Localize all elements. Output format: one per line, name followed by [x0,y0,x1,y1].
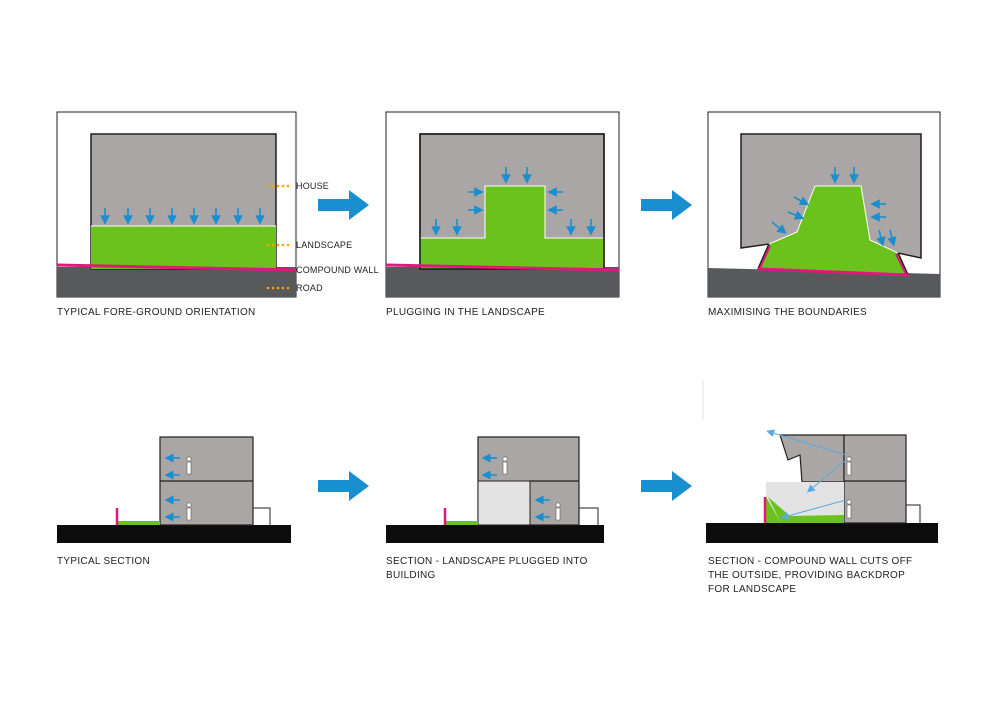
section-typical [57,436,291,543]
flow-arrow-4 [641,471,692,501]
flow-arrow-2 [641,190,692,220]
legend-house-label: HOUSE [296,181,330,191]
push-arrows [100,208,265,225]
caption-plan-1: TYPICAL FORE-GROUND ORIENTATION [57,307,256,318]
compound-wall [56,263,297,272]
legend-landscape-label: LANDSCAPE [296,240,353,250]
caption-section-3: SECTION - COMPOUND WALL CUTS OFF THE OUT… [708,556,913,595]
legend-compound-wall-label: COMPOUND WALL [296,265,379,275]
plan-typical-foreground [56,111,297,298]
section-compound-wall-backdrop [702,380,938,543]
legend-leaders [266,184,290,290]
plan-maximising-boundaries [707,111,941,298]
caption-section-1: TYPICAL SECTION [57,556,151,567]
caption-plan-3: MAXIMISING THE BOUNDARIES [708,307,868,318]
flow-arrow-3 [318,471,369,501]
legend-road-label: ROAD [296,283,323,293]
section-landscape-plugged [386,436,604,543]
plan-plugging-landscape [385,111,620,298]
flow-arrow-1 [318,190,369,220]
landscape-block [91,226,276,269]
caption-section-2: SECTION - LANDSCAPE PLUGGED INTO BUILDIN… [386,556,588,581]
caption-plan-2: PLUGGING IN THE LANDSCAPE [386,307,546,318]
